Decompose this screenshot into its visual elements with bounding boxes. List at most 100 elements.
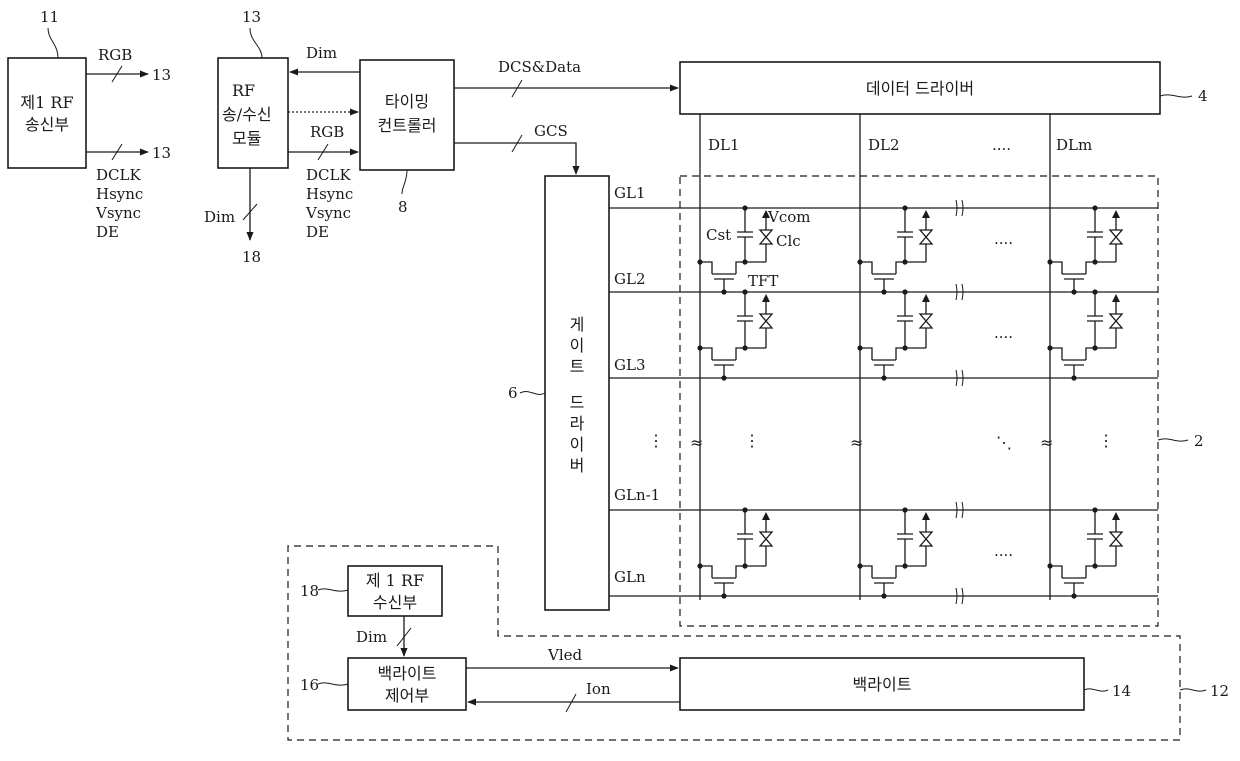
gate-driver-block: 게 이 트 드 라 이 버 6 — [508, 176, 609, 610]
junction-dot — [902, 205, 907, 210]
junction-dot — [742, 205, 747, 210]
gate-line-n-label: GLn — [614, 568, 646, 586]
gate-line-3-label: GL3 — [614, 356, 646, 374]
vcom-arrow-head — [762, 294, 770, 302]
storage-capacitor — [897, 208, 926, 262]
lc-cell — [760, 298, 772, 348]
dcs-data-label: DCS&Data — [498, 58, 581, 76]
tx-vsync: Vsync — [95, 204, 141, 222]
rf-transceiver-label-1: RF — [232, 81, 255, 100]
panel-boundary — [680, 176, 1158, 626]
tft-transistor — [700, 262, 745, 292]
tx-de: DE — [96, 223, 119, 241]
storage-capacitor — [1087, 510, 1116, 566]
ref-12-leader — [1180, 689, 1206, 691]
vcom-arrow-head — [922, 210, 930, 218]
rf-dim-target: 18 — [242, 248, 261, 266]
ref-4: 4 — [1198, 87, 1208, 105]
junction-dot — [1092, 205, 1097, 210]
junction-dot — [881, 593, 886, 598]
backlight-controller-label-1: 백라이트 — [378, 664, 437, 683]
junction-dot — [697, 259, 702, 264]
tft-transistor — [860, 566, 905, 596]
lc-cell — [920, 516, 932, 566]
lc-cell — [1110, 214, 1122, 262]
junction-dot — [857, 345, 862, 350]
vcom-arrow-head — [922, 294, 930, 302]
junction-dot — [742, 289, 747, 294]
junction-dot — [902, 563, 907, 568]
junction-dot — [742, 507, 747, 512]
data-driver-block: 데이터 드라이버 4 — [680, 62, 1208, 114]
junction-dot — [857, 563, 862, 568]
rf-receiver-label-1: 제 1 RF — [366, 571, 424, 590]
rf-transmitter-block: 11 제1 RF 송신부 RGB 13 13 DCLK Hsync Vsync … — [8, 8, 171, 241]
tft-transistor — [860, 348, 905, 378]
rf-dim-label: Dim — [204, 208, 235, 226]
tx-rgb-target: 13 — [152, 66, 171, 84]
rf-transceiver-label-2: 송/수신 — [222, 105, 272, 124]
storage-capacitor — [897, 510, 926, 566]
rf-dclk: DCLK — [306, 166, 351, 184]
ref-2-leader — [1158, 439, 1188, 441]
junction-dot — [902, 259, 907, 264]
tx-rgb-label: RGB — [98, 46, 132, 64]
gate-ellipsis: ⋮ — [648, 431, 664, 450]
data-line-2-break: ≈ — [850, 433, 863, 452]
gate-driver-char-6: 이 — [570, 435, 585, 454]
storage-capacitor — [737, 292, 766, 348]
junction-dot — [857, 259, 862, 264]
gate-driver-char-7: 버 — [570, 456, 585, 475]
storage-capacitor — [737, 208, 766, 262]
ref-13: 13 — [242, 8, 261, 26]
data-line-m-break: ≈ — [1040, 433, 1053, 452]
gate-driver-char-1: 게 — [570, 315, 585, 334]
pixel-ellipsis-1: ⋮ — [744, 431, 760, 450]
junction-dot — [742, 345, 747, 350]
rf-hsync: Hsync — [306, 185, 353, 203]
gate-line-1-label: GL1 — [614, 184, 646, 202]
ref-6: 6 — [508, 384, 518, 402]
junction-dot — [1071, 593, 1076, 598]
data-line-1-break: ≈ — [690, 433, 703, 452]
data-driver-label: 데이터 드라이버 — [866, 79, 974, 98]
gate-driver-char-2: 이 — [570, 336, 585, 355]
pixel-ellipsis-diag: ⋱ — [996, 433, 1012, 452]
junction-dot — [902, 289, 907, 294]
data-line-2-label: DL2 — [868, 136, 900, 154]
tx-sync-target: 13 — [152, 144, 171, 162]
row-2-ellipsis: .... — [994, 324, 1013, 342]
lc-cell — [1110, 516, 1122, 566]
junction-dot — [1047, 563, 1052, 568]
storage-capacitor — [897, 292, 926, 348]
ion-bus-mark — [566, 694, 576, 712]
tft-transistor — [1050, 566, 1095, 596]
storage-capacitor — [1087, 292, 1116, 348]
gate-line-n-1-label: GLn-1 — [614, 486, 660, 504]
tft-transistor — [860, 262, 905, 292]
ion-label: Ion — [586, 680, 611, 698]
vcom-label: Vcom — [767, 208, 811, 226]
row-n-ellipsis: .... — [994, 542, 1013, 560]
rf-receiver-label-2: 수신부 — [373, 593, 417, 612]
junction-dot — [1092, 289, 1097, 294]
ref-14-leader — [1084, 689, 1108, 691]
ref-13-leader — [250, 28, 262, 58]
ref-16-leader — [318, 683, 348, 685]
junction-dot — [902, 345, 907, 350]
gcs-label: GCS — [534, 122, 568, 140]
junction-dot — [742, 563, 747, 568]
tft-transistor — [1050, 348, 1095, 378]
rf-transmitter-label-1: 제1 RF — [20, 93, 73, 112]
pixel-ellipsis-m: ⋮ — [1098, 431, 1114, 450]
data-line-m-label: DLm — [1056, 136, 1092, 154]
storage-capacitor — [1087, 208, 1116, 262]
lcd-panel: 2 DL1 DL2 DLm .... GL1 GL2 GL3 GLn-1 GLn… — [609, 114, 1204, 626]
junction-dot — [1092, 507, 1097, 512]
vcom-arrow-head — [1112, 294, 1120, 302]
ref-4-leader — [1160, 95, 1192, 97]
junction-dot — [697, 563, 702, 568]
ref-8: 8 — [398, 198, 408, 216]
storage-capacitor — [737, 510, 766, 566]
